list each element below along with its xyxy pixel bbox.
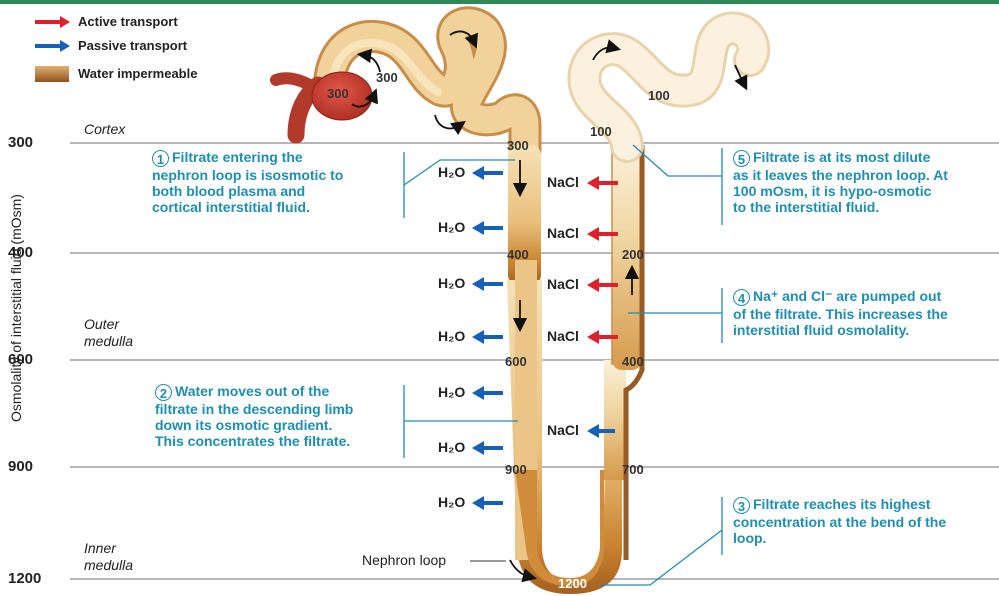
annotation-5-line2: as it leaves the nephron loop. At xyxy=(733,167,948,183)
conc-asc-200: 200 xyxy=(622,247,644,262)
conc-proximal: 300 xyxy=(376,70,398,85)
conc-desc-600: 600 xyxy=(505,354,527,369)
annotation-2-line2: filtrate in the descending limb xyxy=(155,401,353,417)
conc-asc-400: 400 xyxy=(622,354,644,369)
step-number-4: 4 xyxy=(733,289,750,306)
water-arrows xyxy=(472,166,503,510)
conc-desc-300: 300 xyxy=(507,138,529,153)
nephron-loop-label: Nephron loop xyxy=(362,552,446,568)
conc-glomerulus: 300 xyxy=(327,86,349,101)
legend-swatches xyxy=(35,16,70,82)
water-label: H₂O xyxy=(438,164,465,180)
glomerulus xyxy=(276,72,372,135)
y-axis-title: Osmolality of interstitial fluid (mOsm) xyxy=(8,178,24,438)
salt-label: NaCl xyxy=(547,328,579,344)
salt-label: NaCl xyxy=(547,422,579,438)
salt-label: NaCl xyxy=(547,225,579,241)
y-tick-400: 400 xyxy=(8,244,33,261)
flow-arrows xyxy=(352,31,744,577)
callout-lines xyxy=(404,145,722,585)
water-label: H₂O xyxy=(438,275,465,291)
region-outer-line2: medulla xyxy=(84,333,133,350)
step-number-5: 5 xyxy=(733,150,750,167)
conc-desc-400: 400 xyxy=(507,247,529,262)
annotation-2-line3: down its osmotic gradient. xyxy=(155,417,353,433)
conc-distal: 100 xyxy=(648,88,670,103)
annotation-3-line2: concentration at the bend of the xyxy=(733,514,946,530)
water-label: H₂O xyxy=(438,494,465,510)
step-number-2: 2 xyxy=(155,384,172,401)
annotation-5-line1: Filtrate is at its most dilute xyxy=(753,149,930,165)
annotation-4-line2: of the filtrate. This increases the xyxy=(733,306,948,322)
region-inner-line1: Inner xyxy=(84,540,133,557)
region-outer-medulla: Outer medulla xyxy=(84,316,133,350)
legend-passive-label: Passive transport xyxy=(78,38,187,53)
step-number-1: 1 xyxy=(152,150,169,167)
step-number-3: 3 xyxy=(733,497,750,514)
annotation-1-line2: nephron loop is isosmotic to xyxy=(152,167,343,183)
water-label: H₂O xyxy=(438,328,465,344)
annotation-1-line3: both blood plasma and xyxy=(152,183,343,199)
conc-desc-900: 900 xyxy=(505,462,527,477)
legend-impermeable-label: Water impermeable xyxy=(78,66,197,81)
region-inner-line2: medulla xyxy=(84,557,133,574)
conc-asc-700: 700 xyxy=(622,462,644,477)
annotation-1-line1: Filtrate entering the xyxy=(172,149,303,165)
annotation-3-line1: Filtrate reaches its highest xyxy=(753,496,930,512)
salt-label: NaCl xyxy=(547,174,579,190)
water-label: H₂O xyxy=(438,219,465,235)
y-tick-1200: 1200 xyxy=(8,570,41,587)
annotation-3-line3: loop. xyxy=(733,530,946,546)
water-label: H₂O xyxy=(438,439,465,455)
y-tick-600: 600 xyxy=(8,351,33,368)
legend-active-label: Active transport xyxy=(78,14,178,29)
annotation-1-line4: cortical interstitial fluid. xyxy=(152,199,343,215)
annotation-2-line1: Water moves out of the xyxy=(175,383,329,399)
annotation-4-line1: Na⁺ and Cl⁻ are pumped out xyxy=(753,288,941,304)
region-inner-medulla: Inner medulla xyxy=(84,540,133,574)
region-outer-line1: Outer xyxy=(84,316,133,333)
annotation-2-line4: This concentrates the filtrate. xyxy=(155,433,353,449)
y-tick-900: 900 xyxy=(8,458,33,475)
conc-asc-100: 100 xyxy=(590,124,612,139)
annotation-4-line3: interstitial fluid osmolality. xyxy=(733,322,948,338)
conc-bend: 1200 xyxy=(558,576,587,591)
y-tick-300: 300 xyxy=(8,134,33,151)
annotation-5-line4: to the interstitial fluid. xyxy=(733,199,948,215)
annotation-5-line3: 100 mOsm, it is hypo-osmotic xyxy=(733,183,948,199)
region-cortex: Cortex xyxy=(84,121,125,138)
water-label: H₂O xyxy=(438,384,465,400)
salt-label: NaCl xyxy=(547,276,579,292)
